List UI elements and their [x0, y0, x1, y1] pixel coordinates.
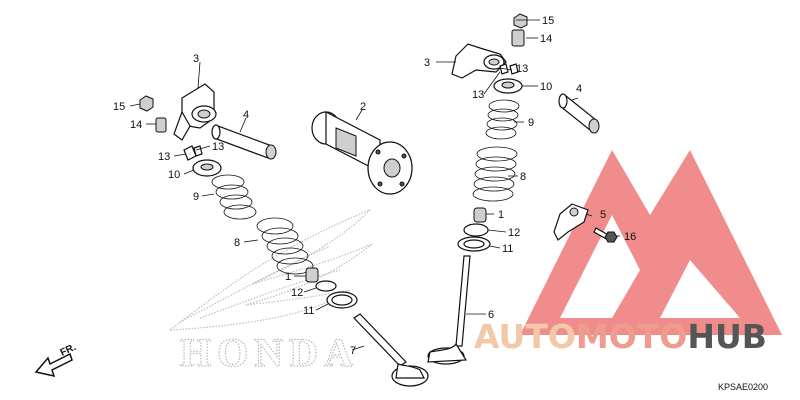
honda-watermark-text: HONDA	[180, 330, 359, 375]
part-seat-ring-right	[457, 236, 491, 252]
callout-9-left: 9	[193, 191, 199, 203]
part-outer-spring-left	[256, 217, 314, 275]
callout-12-left: 12	[291, 287, 303, 299]
part-outer-spring-right	[472, 146, 518, 202]
callout-13b-left: 13	[158, 151, 170, 163]
part-seat-ring-left	[326, 291, 358, 309]
callout-3-left: 3	[193, 53, 199, 65]
callout-4-left: 4	[243, 109, 249, 121]
part-retainer-right	[493, 78, 523, 94]
part-inner-spring-left	[211, 174, 257, 220]
callout-8-left: 8	[234, 237, 240, 249]
brand-hub: HUB	[687, 317, 767, 356]
part-adjust-screw-left	[155, 117, 167, 133]
callout-5: 5	[600, 209, 606, 221]
callout-10-left: 10	[168, 169, 180, 181]
callout-16: 16	[624, 231, 636, 243]
callout-3-right: 3	[424, 57, 430, 69]
direction-label: FR.	[59, 342, 78, 359]
callout-labels: 3 15 14 4 13 13 10 9 8 1 12 11 7 2 15 14…	[113, 15, 636, 357]
callout-14-left: 14	[130, 119, 142, 131]
front-arrow-icon	[34, 352, 73, 378]
part-lock-nut-left	[139, 95, 154, 112]
brand-text: AUTOMOTOHUB	[474, 317, 767, 356]
callout-13a-left: 13	[212, 141, 224, 153]
honda-wing-watermark	[168, 209, 373, 331]
callout-14-right: 14	[540, 33, 552, 45]
callout-12-right: 12	[508, 227, 520, 239]
part-stem-seal-left	[305, 267, 319, 283]
part-spring-seat-right	[463, 223, 489, 237]
callout-11-right: 11	[502, 243, 513, 255]
brand-moto: MOTO	[576, 317, 687, 356]
part-spring-seat-left	[315, 280, 337, 292]
part-stem-seal-right	[473, 207, 487, 223]
part-rocker-shaft-right	[558, 93, 600, 134]
part-rocker-arm-left	[173, 83, 217, 141]
callout-13a-right: 13	[516, 63, 528, 75]
callout-2: 2	[360, 101, 366, 113]
part-rocker-shaft-left	[211, 124, 277, 160]
callout-11-left: 11	[303, 305, 314, 317]
callout-4-right: 4	[576, 83, 582, 95]
callout-1-right: 1	[498, 209, 504, 221]
part-inner-spring-right	[485, 99, 520, 140]
callout-1-left: 1	[285, 271, 291, 283]
part-bolt	[593, 227, 618, 243]
leader-lines	[129, 19, 620, 351]
callout-7: 7	[350, 345, 356, 357]
part-valve-right	[427, 255, 471, 365]
brand-auto: AUTO	[474, 317, 576, 356]
brand-triangle-logo	[520, 150, 782, 335]
callout-9-right: 9	[528, 117, 534, 129]
callout-8-right: 8	[520, 171, 526, 183]
diagram-code: KPSAE0200	[718, 382, 768, 392]
part-retainer-left	[192, 159, 222, 177]
callout-6: 6	[488, 309, 494, 321]
part-camshaft	[311, 111, 413, 195]
direction-indicator: FR.	[34, 342, 78, 378]
part-cotters-left	[183, 145, 203, 161]
part-lock-nut-right	[513, 13, 528, 29]
callout-13b-right: 13	[472, 89, 484, 101]
part-rocker-arm-right	[451, 43, 507, 79]
part-plate	[553, 203, 589, 241]
callout-15-right: 15	[542, 15, 554, 27]
part-valve-left	[353, 313, 429, 387]
callout-10-right: 10	[540, 81, 552, 93]
callout-15-left: 15	[113, 101, 125, 113]
part-adjust-screw-right	[511, 29, 525, 47]
